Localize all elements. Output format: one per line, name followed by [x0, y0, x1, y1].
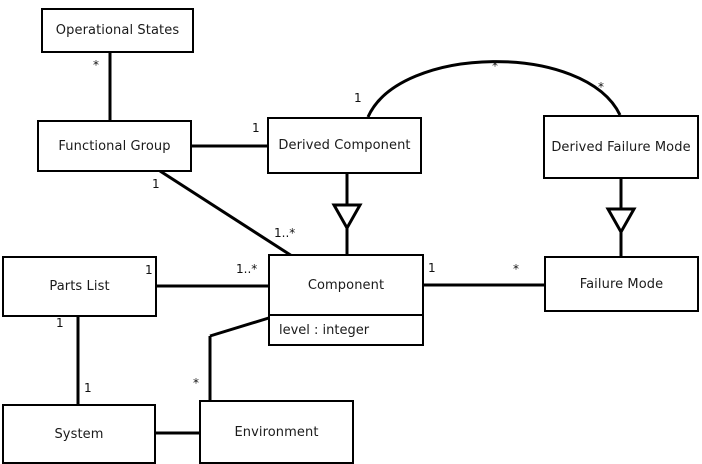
class-attribute-component-level: level : integer — [270, 314, 422, 344]
multiplicity-environment-component: * — [193, 376, 199, 390]
multiplicity-system-partslist: 1 — [84, 381, 92, 395]
multiplicity-derivedfailuremode-curve: * — [598, 80, 604, 94]
class-name-system: System — [54, 426, 104, 442]
multiplicity-partslist-component: 1 — [145, 263, 153, 277]
multiplicity-functionalgroup-component: 1 — [152, 177, 160, 191]
class-name-derived-failure-mode: Derived Failure Mode — [551, 139, 691, 155]
uml-class-parts-list[interactable]: Parts List — [2, 256, 157, 317]
multiplicity-component-functionalgroup: 1..* — [274, 226, 296, 240]
class-name-environment: Environment — [234, 424, 319, 440]
multiplicity-curve-apex: * — [492, 59, 498, 73]
multiplicity-failuremode-component: * — [513, 262, 519, 276]
generalization-triangle-component — [331, 203, 363, 232]
generalization-triangle-failure-mode — [605, 207, 637, 236]
class-name-functional-group: Functional Group — [58, 138, 171, 154]
uml-class-environment[interactable]: Environment — [199, 400, 354, 464]
edge-derivedcomponent-derivedfailuremode — [366, 60, 622, 118]
uml-class-derived-component[interactable]: Derived Component — [267, 117, 422, 174]
edge-environment-component-diagonal — [209, 315, 273, 338]
multiplicity-derivedcomponent-curve: 1 — [354, 91, 362, 105]
class-name-failure-mode: Failure Mode — [579, 276, 664, 292]
multiplicity-functionalgroup-derivedcomponent: 1 — [252, 121, 260, 135]
uml-class-failure-mode[interactable]: Failure Mode — [544, 256, 699, 312]
multiplicity-component-partslist: 1..* — [236, 262, 258, 276]
class-name-parts-list: Parts List — [49, 279, 110, 294]
uml-class-component[interactable]: Component level : integer — [268, 254, 424, 346]
class-name-component: Component — [307, 277, 385, 293]
uml-class-operational-states[interactable]: Operational States — [41, 8, 194, 53]
multiplicity-component-failuremode: 1 — [428, 261, 436, 275]
uml-class-system[interactable]: System — [2, 404, 156, 464]
class-name-operational-states: Operational States — [55, 23, 180, 38]
uml-class-derived-failure-mode[interactable]: Derived Failure Mode — [543, 115, 699, 179]
multiplicity-partslist-system: 1 — [56, 316, 64, 330]
uml-class-functional-group[interactable]: Functional Group — [37, 120, 192, 172]
class-name-derived-component: Derived Component — [278, 138, 411, 153]
multiplicity-opstates-functionalgroup: * — [93, 58, 99, 72]
edge-functionalgroup-component — [159, 169, 293, 258]
